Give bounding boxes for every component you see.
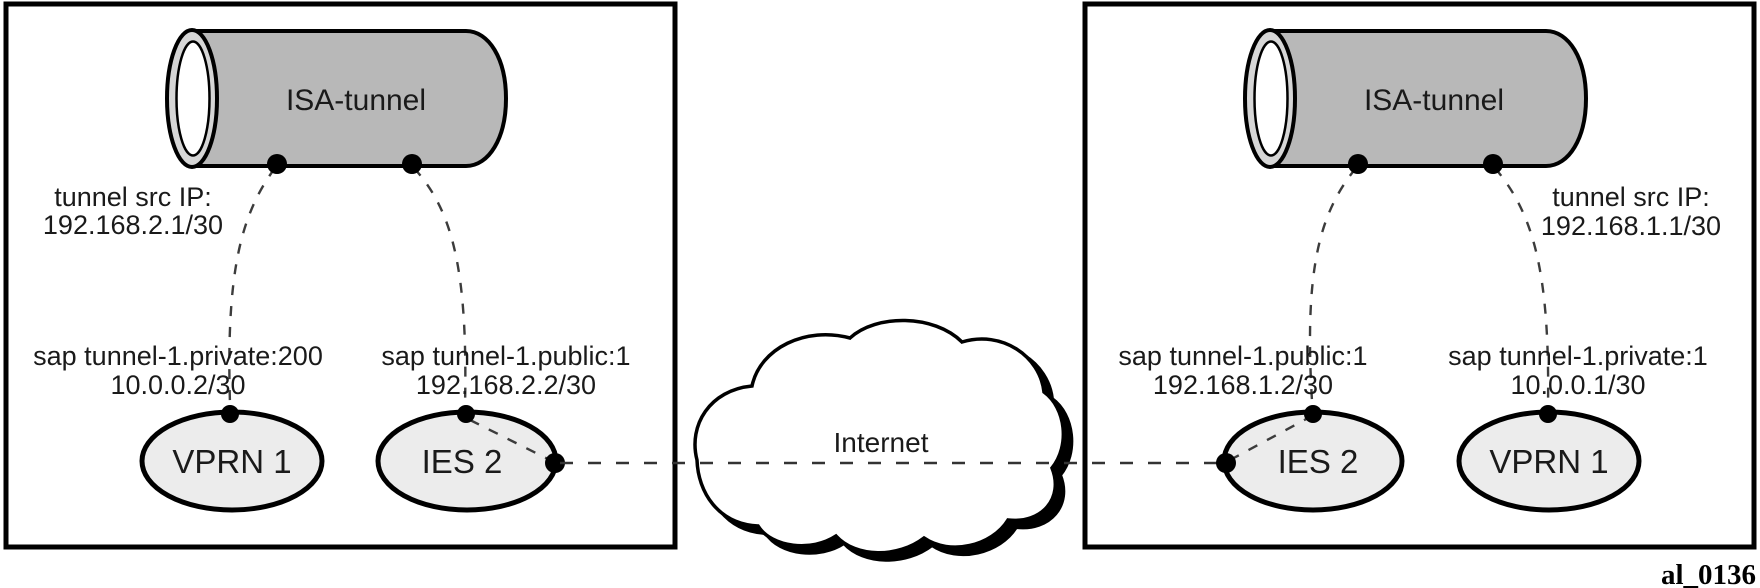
left-router-box: ISA-tunnel tunnel src IP: 192.168.2.1/30…: [3, 1, 678, 550]
isa-tunnel-cylinder-left: ISA-tunnel: [165, 28, 509, 174]
ies2-node-left: IES 2: [375, 405, 565, 513]
cloud-body: [693, 318, 1066, 555]
internet-label: Internet: [834, 427, 929, 458]
sap-private-line1: sap tunnel-1.private:200: [33, 341, 323, 371]
figure-id-label: al_0136: [1661, 559, 1756, 588]
sap-private-line1: sap tunnel-1.private:1: [1448, 341, 1708, 371]
ies2-label: IES 2: [1278, 443, 1359, 480]
sap-public-line1: sap tunnel-1.public:1: [381, 341, 630, 371]
ies2-node-right: IES 2: [1216, 405, 1405, 513]
public-interface-dot: [1216, 453, 1236, 473]
sap-dot: [221, 405, 239, 423]
right-private-sap-label: sap tunnel-1.private:1 10.0.0.1/30: [1448, 341, 1708, 400]
cylinder-opening-inner: [1253, 40, 1289, 157]
right-tunnel-src-label: tunnel src IP: 192.168.1.1/30: [1541, 182, 1721, 241]
ies2-internal-link-dashed: [1229, 415, 1311, 462]
vprn1-node-left: VPRN 1: [139, 405, 325, 513]
tunnel-src-line1: tunnel src IP:: [54, 182, 212, 212]
sap-public-line1: sap tunnel-1.public:1: [1118, 341, 1367, 371]
left-private-sap-label: sap tunnel-1.private:200 10.0.0.2/30: [33, 341, 323, 400]
right-private-sap-link-dashed: [1494, 167, 1550, 407]
right-public-sap-link-dashed: [1308, 167, 1357, 402]
left-public-sap-link-dashed: [413, 167, 467, 407]
sap-public-line2: 192.168.1.2/30: [1153, 370, 1333, 400]
sap-dot: [1539, 405, 1557, 423]
ies2-internal-link-dashed: [469, 418, 551, 462]
cylinder-label: ISA-tunnel: [286, 84, 426, 117]
vprn1-label: VPRN 1: [172, 443, 291, 480]
cylinder-label: ISA-tunnel: [1364, 84, 1504, 117]
sap-private-line2: 10.0.0.1/30: [1510, 370, 1645, 400]
tunnel-endpoint-dot: [402, 154, 422, 174]
isa-tunnel-cylinder-right: ISA-tunnel: [1243, 28, 1589, 174]
right-router-box: ISA-tunnel tunnel src IP: 192.168.1.1/30…: [1082, 1, 1757, 550]
tunnel-src-line2: 192.168.1.1/30: [1541, 211, 1721, 241]
internet-cloud-icon: [693, 318, 1074, 562]
tunnel-endpoint-dot: [267, 154, 287, 174]
right-public-sap-label: sap tunnel-1.public:1 192.168.1.2/30: [1118, 341, 1367, 400]
tunnel-src-line2: 192.168.2.1/30: [43, 210, 223, 240]
cylinder-opening-inner: [175, 40, 211, 157]
sap-dot: [1304, 405, 1322, 423]
ies2-label: IES 2: [422, 443, 503, 480]
left-private-sap-link-dashed: [228, 167, 276, 405]
right-router-border: [1082, 1, 1757, 550]
sap-dot: [457, 405, 475, 423]
left-router-border: [3, 1, 678, 550]
sap-public-line2: 192.168.2.2/30: [416, 370, 596, 400]
cylinder-body: [1268, 29, 1589, 168]
tunnel-src-line1: tunnel src IP:: [1552, 182, 1710, 212]
tunnel-endpoint-dot: [1348, 154, 1368, 174]
vprn1-node-right: VPRN 1: [1456, 405, 1642, 513]
public-interface-dot: [545, 453, 565, 473]
vprn1-label: VPRN 1: [1489, 443, 1608, 480]
left-public-sap-label: sap tunnel-1.public:1 192.168.2.2/30: [381, 341, 630, 400]
sap-private-line2: 10.0.0.2/30: [110, 370, 245, 400]
cylinder-body: [190, 29, 509, 168]
tunnel-endpoint-dot: [1483, 154, 1503, 174]
left-tunnel-src-label: tunnel src IP: 192.168.2.1/30: [43, 182, 223, 240]
